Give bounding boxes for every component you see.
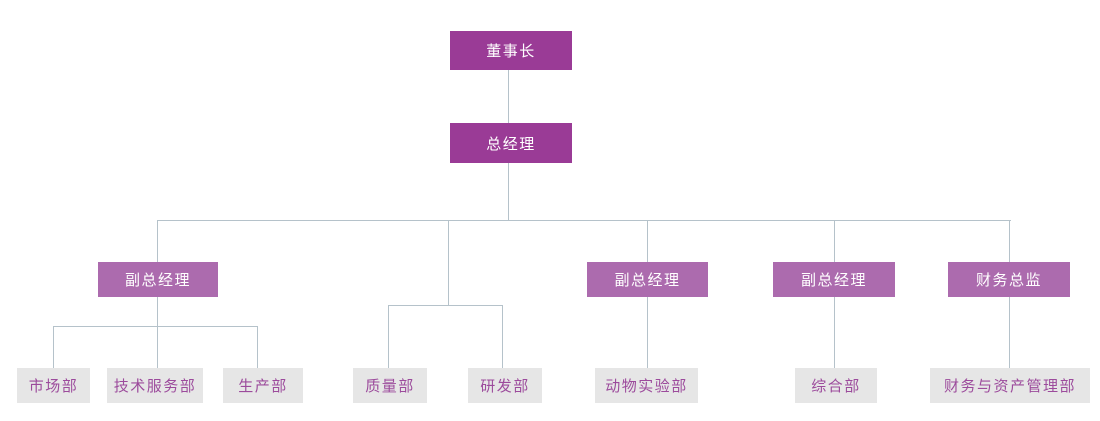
connector-chairman-gm — [508, 70, 509, 123]
node-marketing-dept: 市场部 — [17, 368, 90, 403]
node-general-manager: 总经理 — [450, 123, 572, 163]
node-rd-dept: 研发部 — [468, 368, 542, 403]
node-finance-asset-dept: 财务与资产管理部 — [930, 368, 1090, 403]
connector-vice-gm-1-down — [157, 297, 158, 326]
node-vice-gm-3: 副总经理 — [773, 262, 895, 297]
connector-drop-rd — [502, 306, 503, 368]
connector-drop-marketing — [53, 327, 54, 368]
connector-trunk-horizontal — [157, 220, 1011, 221]
connector-middle-group-horizontal — [388, 305, 503, 306]
node-finance-director: 财务总监 — [948, 262, 1070, 297]
connector-drop-finance-director — [1009, 221, 1010, 262]
connector-drop-finance-asset — [1009, 297, 1010, 368]
connector-drop-general-affairs — [834, 297, 835, 368]
connector-drop-quality — [388, 306, 389, 368]
node-animal-lab-dept: 动物实验部 — [595, 368, 698, 403]
connector-left-group-horizontal — [53, 326, 258, 327]
node-chairman: 董事长 — [450, 31, 572, 70]
connector-drop-vice-gm-3 — [834, 221, 835, 262]
node-quality-dept: 质量部 — [353, 368, 427, 403]
connector-drop-production — [257, 327, 258, 368]
connector-drop-tech-service — [157, 327, 158, 368]
node-vice-gm-1: 副总经理 — [98, 262, 218, 297]
connector-drop-middle-branch — [448, 221, 449, 305]
connector-gm-trunk — [508, 163, 509, 220]
node-general-affairs-dept: 综合部 — [795, 368, 877, 403]
connector-drop-animal-lab — [647, 297, 648, 368]
node-vice-gm-2: 副总经理 — [587, 262, 708, 297]
connector-drop-vice-gm-1 — [157, 221, 158, 262]
node-production-dept: 生产部 — [223, 368, 303, 403]
connector-drop-vice-gm-2 — [647, 221, 648, 262]
node-tech-service-dept: 技术服务部 — [107, 368, 203, 403]
